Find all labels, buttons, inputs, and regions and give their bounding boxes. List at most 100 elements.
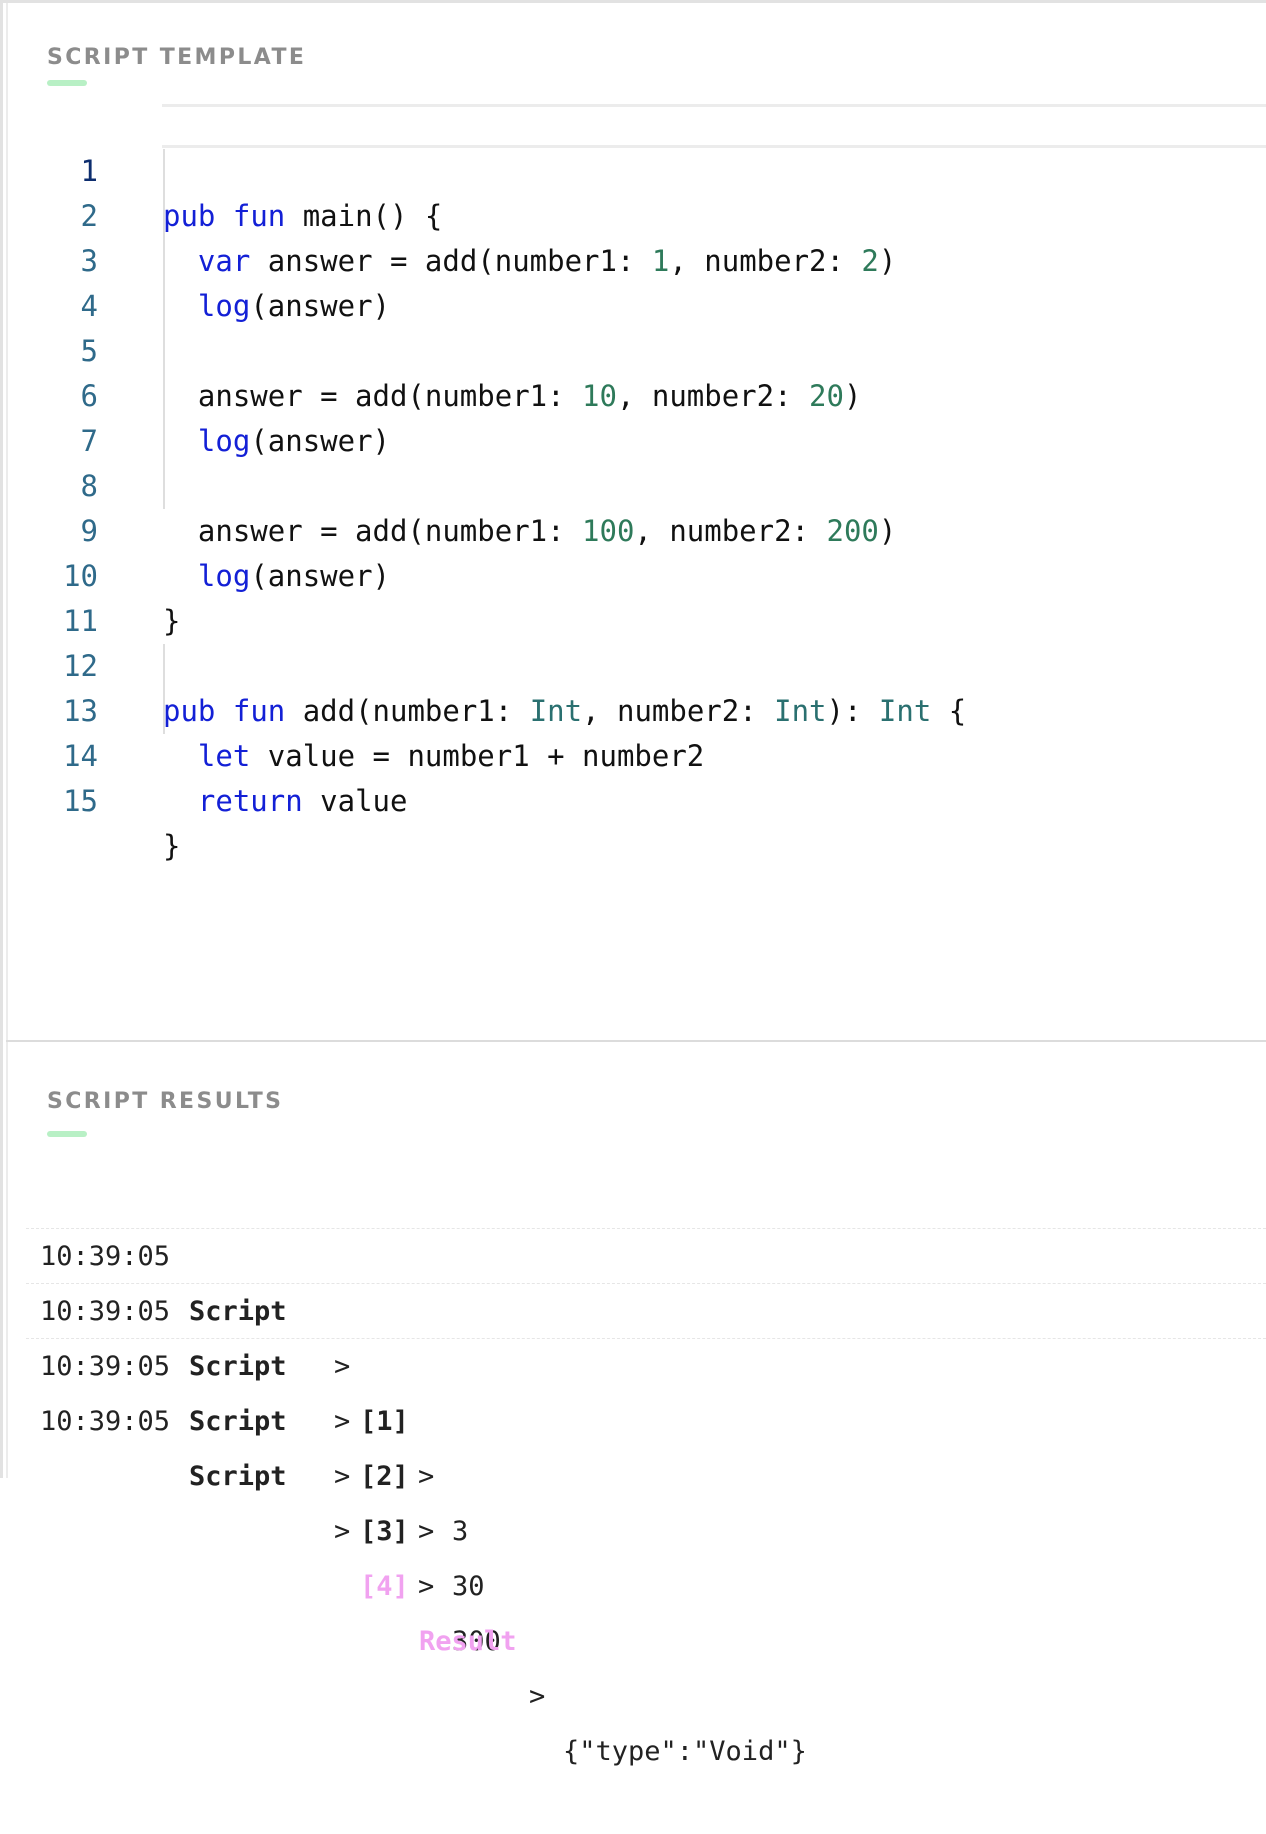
code-line-9: 9 log(answer) <box>0 464 1266 593</box>
script-panel-frame <box>0 0 1266 1478</box>
type-token: Int <box>878 694 932 728</box>
code-editor[interactable]: 1 pub fun main() { 2 var answer = add(nu… <box>0 104 1266 863</box>
keyword-token: return <box>197 784 303 818</box>
line-number: 2 <box>80 199 98 233</box>
log-result-label: Result <box>419 1626 517 1657</box>
result-row: 10:39:05 Script > [2] > 30 <box>26 1229 1266 1602</box>
code-line-5: 5 answer = add(number1: 10, number2: 20) <box>0 284 1266 413</box>
code-token: value = number1 + number2 <box>250 739 705 773</box>
line-number: 7 <box>80 424 98 458</box>
code-line-14: 14 return value <box>0 689 1266 818</box>
keyword-token: pub <box>163 199 216 233</box>
panel-left-rule <box>6 3 8 1478</box>
code-line-11: 11 <box>0 554 1266 638</box>
code-line-12: 12 pub fun add(number1: Int, number2: In… <box>0 599 1266 728</box>
line-number: 11 <box>63 604 98 638</box>
result-row: 10:39:05 Script > [4] Result > {"type":"… <box>26 1339 1266 1767</box>
line-number: 6 <box>80 379 98 413</box>
code-text: } <box>163 829 181 863</box>
number-token: 100 <box>582 514 635 548</box>
section-divider <box>6 1040 1266 1042</box>
keyword-token: log <box>197 424 251 458</box>
log-index: [1] <box>360 1406 409 1437</box>
code-text: answer = add(number1: 10, number2: 20) <box>163 374 862 419</box>
code-token: main() { <box>285 199 443 233</box>
code-text: log(answer) <box>163 419 390 464</box>
keyword-token: fun <box>232 199 286 233</box>
code-line-1: 1 pub fun main() { <box>0 104 1266 233</box>
line-number: 8 <box>80 469 98 503</box>
keyword-token: log <box>197 289 251 323</box>
code-text: } <box>163 604 181 638</box>
code-line-8: 8 answer = add(number1: 100, number2: 20… <box>0 419 1266 548</box>
number-token: 10 <box>582 379 617 413</box>
code-line-7: 7 <box>0 374 1266 458</box>
number-token: 2 <box>861 244 879 278</box>
log-index: [3] <box>360 1516 409 1547</box>
code-token: (answer) <box>250 424 390 458</box>
code-token: answer = add(number1: <box>163 514 583 548</box>
type-token: Int <box>529 694 583 728</box>
code-text: pub fun main() { <box>163 194 442 239</box>
log-index: [4] <box>360 1571 409 1602</box>
keyword-token: fun <box>232 694 286 728</box>
code-token: (answer) <box>250 559 390 593</box>
log-value: {"type":"Void"} <box>563 1736 807 1767</box>
line-number: 9 <box>80 514 98 548</box>
chevron-right-icon: > <box>334 1351 351 1382</box>
chevron-right-icon: > <box>418 1461 435 1492</box>
code-token: value <box>302 784 408 818</box>
chevron-right-icon: > <box>334 1406 351 1437</box>
number-token: 20 <box>809 379 844 413</box>
code-text: let value = number1 + number2 <box>163 734 704 779</box>
code-token: , number2: <box>582 694 775 728</box>
code-token: { <box>931 694 967 728</box>
log-source: Script <box>189 1351 287 1382</box>
log-source: Script <box>189 1406 287 1437</box>
code-token: ) <box>843 379 862 413</box>
type-token: Int <box>774 694 827 728</box>
script-results-title-underline <box>47 1131 87 1137</box>
line-number: 4 <box>80 289 98 323</box>
keyword-token: var <box>197 244 251 278</box>
line-number: 5 <box>80 334 98 368</box>
chevron-right-icon: > <box>334 1461 351 1492</box>
active-line-highlight <box>162 104 1266 148</box>
code-token: , number2: <box>669 244 862 278</box>
log-source: Script <box>189 1461 287 1492</box>
script-results-title: SCRIPT RESULTS <box>47 1089 284 1114</box>
code-line-13: 13 let value = number1 + number2 <box>0 644 1266 773</box>
line-number: 1 <box>80 154 98 188</box>
log-timestamp: 10:39:05 <box>40 1296 171 1327</box>
chevron-right-icon: > <box>529 1681 546 1712</box>
line-number: 14 <box>63 739 98 773</box>
code-line-3: 3 log(answer) <box>0 194 1266 323</box>
log-value: 3 <box>452 1516 469 1547</box>
log-timestamp: 10:39:05 <box>40 1241 171 1272</box>
indent-guide-main <box>163 149 165 509</box>
code-token: add(number1: <box>285 694 530 728</box>
code-token: , number2: <box>616 379 810 413</box>
code-token: (answer) <box>250 289 390 323</box>
result-row: 10:39:05 Script > [3] > 300 <box>26 1284 1266 1657</box>
keyword-token: let <box>197 739 251 773</box>
code-text: log(answer) <box>163 554 390 599</box>
chevron-right-icon: > <box>418 1571 435 1602</box>
code-text: var answer = add(number1: 1, number2: 2) <box>163 239 896 284</box>
log-index: [2] <box>360 1461 409 1492</box>
code-token: ) <box>878 514 897 548</box>
code-text: pub fun add(number1: Int, number2: Int):… <box>163 689 966 734</box>
chevron-right-icon: > <box>418 1516 435 1547</box>
line-number: 13 <box>63 694 98 728</box>
code-line-6: 6 log(answer) <box>0 329 1266 458</box>
code-token: ) <box>878 244 897 278</box>
script-template-title-underline <box>47 80 87 86</box>
code-text: log(answer) <box>163 284 390 329</box>
script-template-title: SCRIPT TEMPLATE <box>47 45 307 70</box>
chevron-right-icon: > <box>334 1516 351 1547</box>
code-token: , number2: <box>634 514 827 548</box>
log-timestamp: 10:39:05 <box>40 1351 171 1382</box>
code-token: answer = add(number1: <box>250 244 652 278</box>
indent-guide-add <box>163 644 165 734</box>
line-number: 10 <box>63 559 98 593</box>
